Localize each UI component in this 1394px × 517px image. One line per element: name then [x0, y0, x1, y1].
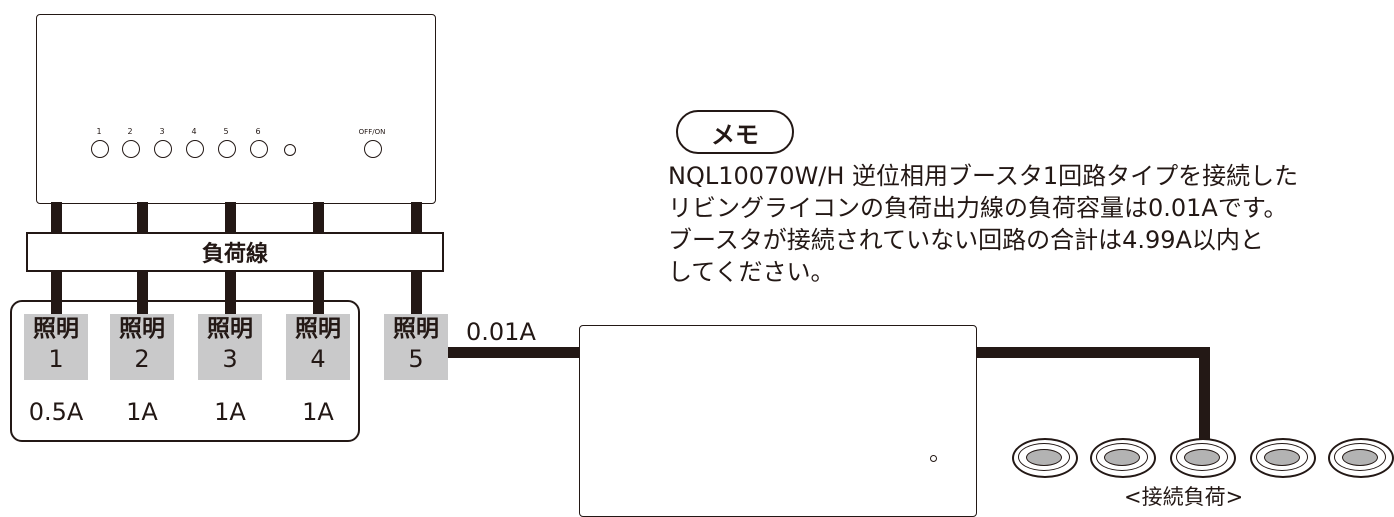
load-wire-band: 負荷線: [26, 232, 444, 272]
downlight-icon: [1012, 438, 1078, 478]
button-number-2: 2: [127, 127, 133, 136]
light-4-label: 照明: [295, 316, 341, 342]
light-3: 照明 3: [198, 314, 262, 380]
circuit-5-button[interactable]: [218, 140, 236, 158]
light-4: 照明 4: [286, 314, 350, 380]
load-output-wire-v: [1199, 347, 1210, 443]
button-number-1: 1: [96, 127, 102, 136]
light-3-label: 照明: [207, 316, 253, 342]
booster-current-label: 0.01A: [466, 318, 536, 346]
off-on-label: OFF/ON: [358, 128, 386, 136]
light-5-label: 照明: [393, 316, 439, 342]
light-1-number: 1: [48, 345, 64, 373]
memo-text: NQL10070W/H 逆位相用ブースタ1回路タイプを接続した リビングライコン…: [668, 162, 1299, 286]
downlight-icon: [1170, 438, 1236, 478]
button-number-5: 5: [223, 127, 229, 136]
downlight-icon: [1090, 438, 1156, 478]
light-3-current: 1A: [214, 398, 246, 426]
light-2-number: 2: [134, 345, 150, 373]
circuit-3-button[interactable]: [154, 140, 172, 158]
light-1: 照明 1: [24, 314, 88, 380]
lights-group-frame: [10, 300, 360, 442]
light-2-label: 照明: [119, 316, 165, 342]
circuit-1-button[interactable]: [91, 140, 109, 158]
light-4-current: 1A: [302, 398, 334, 426]
light-5-number: 5: [408, 345, 424, 373]
button-number-3: 3: [159, 127, 165, 136]
memo-title: メモ: [711, 120, 759, 149]
light-5: 照明 5: [384, 314, 448, 380]
booster-unit: [579, 325, 977, 517]
light-2: 照明 2: [110, 314, 174, 380]
memo-title-badge: メモ: [676, 110, 794, 154]
booster-indicator-dot: [930, 455, 937, 462]
light-1-current: 0.5A: [28, 398, 84, 426]
light-2-current: 1A: [126, 398, 158, 426]
load-wire-label: 負荷線: [201, 236, 268, 268]
downlight-icon: [1328, 438, 1394, 478]
button-number-4: 4: [191, 127, 197, 136]
indicator-led: [284, 144, 296, 156]
circuit-6-button[interactable]: [250, 140, 268, 158]
button-number-6: 6: [255, 127, 261, 136]
light-controller-panel: [36, 14, 436, 204]
circuit-2-button[interactable]: [122, 140, 140, 158]
load-output-wire-h: [976, 347, 1210, 358]
booster-feed-wire: [448, 347, 580, 358]
circuit-4-button[interactable]: [186, 140, 204, 158]
light-1-label: 照明: [33, 316, 79, 342]
connected-load-label: <接続負荷>: [1124, 485, 1244, 509]
off-on-button[interactable]: [364, 140, 382, 158]
light-4-number: 4: [310, 345, 326, 373]
light-3-number: 3: [222, 345, 238, 373]
downlight-icon: [1250, 438, 1316, 478]
